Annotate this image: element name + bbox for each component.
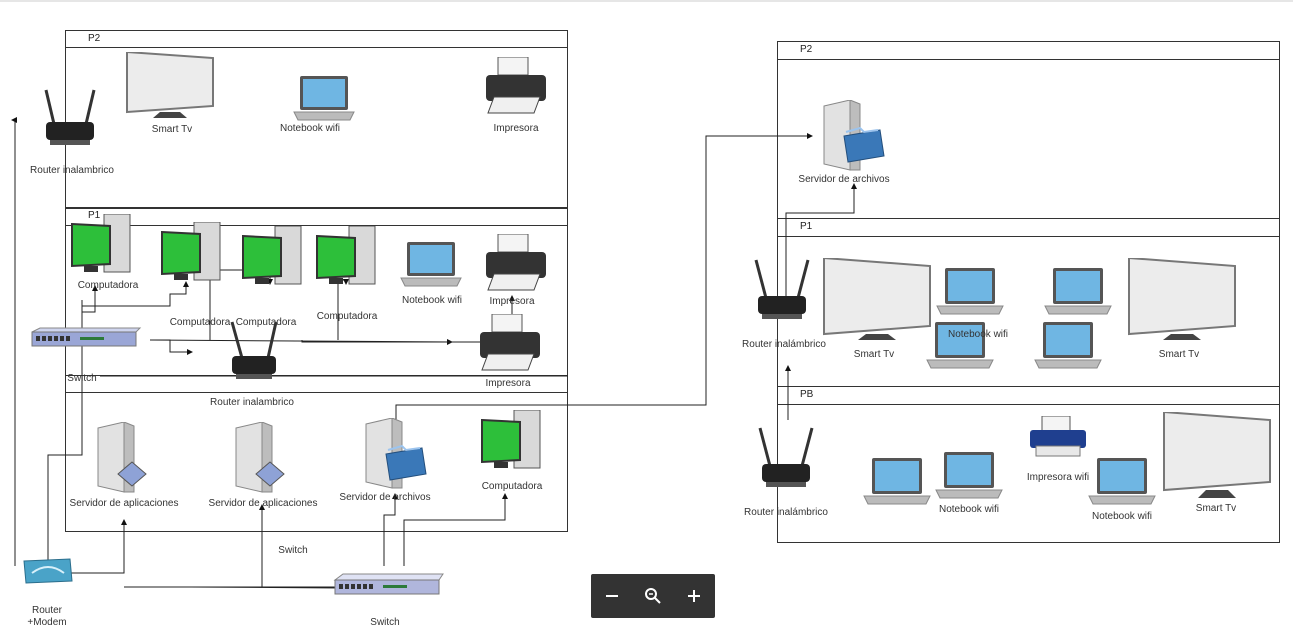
- zoom-in-button[interactable]: [678, 580, 710, 612]
- printer-icon: [480, 314, 540, 371]
- desktop-computer-icon: [481, 410, 541, 469]
- right-router-p1-label: Router inalámbrico: [742, 339, 826, 350]
- router-modem-label-line2: +Modem: [27, 617, 67, 628]
- left-floor-p1-header: [65, 208, 568, 226]
- wire-modem-arrow: [189, 584, 341, 591]
- top-border: [0, 0, 1293, 2]
- notebook-label-p1: Notebook wifi: [401, 295, 463, 306]
- application-server-icon: [97, 422, 147, 493]
- file-server-label: Servidor de archivos: [339, 492, 431, 503]
- computer-label-pb: Computadora: [481, 481, 543, 492]
- computer-label-4: Computadora: [316, 311, 378, 322]
- wire-inter-building: [395, 133, 813, 420]
- wire-modem-to-bottom-switch: [70, 519, 127, 574]
- router-modem-icon: [23, 558, 73, 584]
- zoom-out-button[interactable]: [596, 580, 628, 612]
- file-server-icon: [365, 418, 427, 489]
- right-floor-p1-label: P1: [800, 221, 813, 232]
- desktop-computer-icon: [242, 226, 302, 285]
- right-wifi-printer-label: Impresora wifi: [1026, 472, 1090, 483]
- file-server-icon: [823, 100, 885, 171]
- laptop-icon: [1034, 322, 1102, 369]
- wire-switch-to-pc2: [82, 281, 189, 307]
- wireless-router-icon: [44, 89, 96, 145]
- wire-switch-to-pc3: [150, 339, 193, 355]
- magnifier-icon: [644, 588, 661, 604]
- printer-label: Impresora: [493, 123, 539, 134]
- app-server-label-2: Servidor de aplicaciones: [208, 498, 318, 509]
- network-switch-icon: [333, 573, 444, 595]
- left-floor-p2-header: [65, 30, 568, 48]
- network-switch-icon: [31, 327, 142, 347]
- wifi-printer-icon: [1030, 416, 1086, 457]
- right-notebook-label-p1: Notebook wifi: [947, 329, 1009, 340]
- smart-tv-icon: [823, 258, 931, 340]
- app-server-label-1: Servidor de aplicaciones: [69, 498, 179, 509]
- desktop-computer-icon: [316, 226, 376, 285]
- router-mid-label: Router inalambrico: [210, 397, 294, 408]
- zoom-reset-button[interactable]: [637, 580, 669, 612]
- right-smart-tv-label-2: Smart Tv: [1158, 349, 1200, 360]
- wire-switch-to-pc1: [81, 285, 98, 318]
- zoom-in-icon: [688, 590, 701, 602]
- right-smart-tv-label-1: Smart Tv: [853, 349, 895, 360]
- desktop-computer-icon: [71, 214, 131, 273]
- application-server-icon: [235, 422, 285, 493]
- zoom-toolbar: [591, 574, 715, 618]
- laptop-icon: [293, 76, 355, 121]
- zoom-out-icon: [605, 595, 618, 597]
- switch-floating-label: Switch: [278, 545, 308, 556]
- right-notebook-label-pb-1: Notebook wifi: [938, 504, 1000, 515]
- smart-tv-icon: [126, 52, 214, 118]
- right-floor-p2-header: [777, 41, 1280, 60]
- laptop-icon: [926, 322, 994, 369]
- router-top-label: Router inalambrico: [30, 165, 114, 176]
- wireless-router-icon: [758, 427, 814, 487]
- right-floor-pb-header: [777, 386, 1280, 405]
- smart-tv-icon: [1128, 258, 1236, 340]
- wireless-router-icon: [230, 321, 278, 379]
- right-notebook-label-pb-2: Notebook wifi: [1091, 511, 1153, 522]
- printer-icon: [486, 57, 546, 114]
- computer-label-2: Computadora: [169, 317, 231, 328]
- router-modem-label-line1: Router: [31, 605, 63, 616]
- desktop-computer-icon: [161, 222, 221, 281]
- right-smart-tv-label-pb: Smart Tv: [1195, 503, 1237, 514]
- wire-modem-to-switch: [47, 300, 83, 566]
- printer-label-p1-low: Impresora: [485, 378, 531, 389]
- right-router-pb-label: Router inalámbrico: [744, 507, 828, 518]
- laptop-icon: [863, 458, 931, 505]
- smart-tv-label: Smart Tv: [151, 124, 193, 135]
- laptop-icon: [400, 242, 462, 287]
- printer-label-p1-top: Impresora: [489, 296, 535, 307]
- right-file-server-label: Servidor de archivos: [798, 174, 890, 185]
- wire-router-p1-to-server: [785, 183, 857, 300]
- wireless-router-icon: [754, 259, 810, 319]
- wire-bottom-switch-fileserver: [383, 493, 398, 566]
- right-floor-p1-header: [777, 218, 1280, 237]
- left-floor-p2-label: P2: [88, 33, 101, 44]
- switch-bottom-label: Switch: [370, 617, 400, 628]
- smart-tv-icon: [1163, 412, 1271, 498]
- wire-to-pc4: [337, 279, 349, 340]
- notebook-label: Notebook wifi: [279, 123, 341, 134]
- laptop-icon: [936, 268, 1004, 315]
- left-floor-p1-label: P1: [88, 210, 101, 221]
- right-floor-pb-label: PB: [800, 389, 814, 400]
- computer-label-1: Computadora: [77, 280, 139, 291]
- laptop-icon: [1044, 268, 1112, 315]
- computer-label-3: Computadora: [235, 317, 297, 328]
- right-floor-p2-label: P2: [800, 44, 813, 55]
- wire-modem-to-router-top: [11, 117, 17, 566]
- printer-icon: [486, 234, 546, 291]
- switch-p1-label: Switch: [67, 373, 97, 384]
- wire-bottom-switch-pc: [403, 493, 508, 566]
- laptop-icon: [1088, 458, 1156, 505]
- laptop-icon: [935, 452, 1003, 499]
